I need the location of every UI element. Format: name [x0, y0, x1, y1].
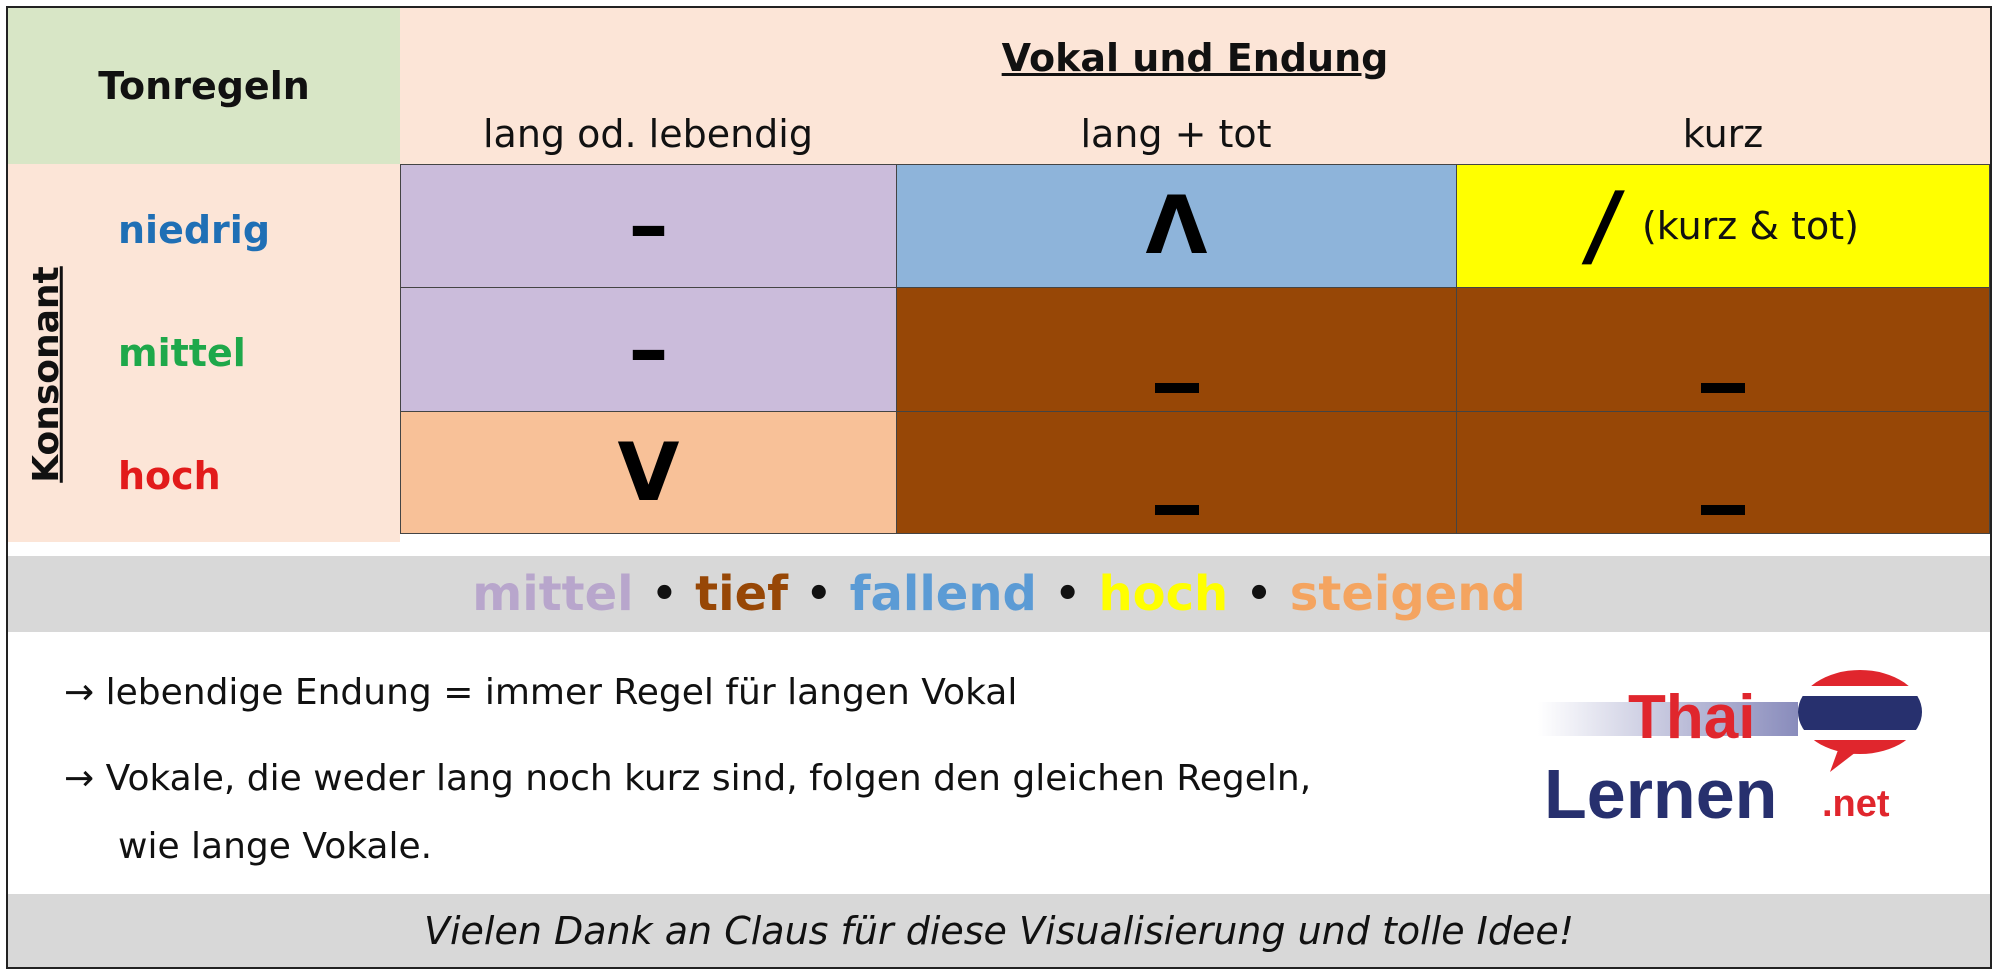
cell-mittel-kurz: [1456, 287, 1990, 412]
row-label-hoch: hoch: [118, 454, 221, 498]
tone-legend-fallend: fallend: [849, 566, 1037, 622]
tone-separator: •: [1054, 571, 1081, 617]
tone-legend-hoch: hoch: [1098, 566, 1229, 622]
svg-text:Thai: Thai: [1628, 683, 1755, 752]
cell-niedrig-kurz: / (kurz & tot): [1456, 164, 1990, 288]
tone-rules-chart: Tonregeln Vokal und Endung lang od. lebe…: [6, 6, 1992, 969]
corner-title: Tonregeln: [98, 64, 310, 108]
cell-mittel-lang: –: [400, 287, 897, 412]
thailernen-logo: Thai Lernen .net: [1538, 668, 1938, 838]
tone-mark-steigend: V: [617, 425, 680, 519]
tone-separator: •: [651, 571, 678, 617]
svg-text:Lernen: Lernen: [1544, 755, 1777, 833]
cell-hoch-lang-tot: [896, 411, 1457, 534]
tone-mark-mittel: –: [628, 179, 669, 272]
tone-mark-tief: [1701, 505, 1745, 515]
tone-mark-tief: [1154, 383, 1199, 393]
svg-text:.net: .net: [1822, 783, 1890, 825]
tone-separator: •: [806, 571, 832, 617]
cell-hoch-kurz: [1456, 411, 1990, 534]
tone-legend-steigend: steigend: [1289, 566, 1526, 622]
side-label: Konsonant: [25, 265, 67, 483]
tone-mark-tief: [1701, 383, 1745, 393]
note-vokale: → Vokale, die weder lang noch kurz sind,…: [64, 758, 1312, 799]
cell-hoch-lang: V: [400, 411, 897, 534]
tone-mark-tief: [1154, 505, 1199, 515]
thanks-footer: Vielen Dank an Claus für diese Visualisi…: [8, 894, 1990, 967]
tone-legend-mittel: mittel: [472, 566, 634, 622]
row-label-mittel: mittel: [118, 331, 246, 375]
tone-legend-tief: tief: [695, 566, 789, 622]
tone-separator: •: [1246, 571, 1272, 617]
cell-mittel-lang-tot: [896, 287, 1457, 412]
row-label-niedrig: niedrig: [118, 208, 271, 252]
column-header-lang: lang od. lebendig: [483, 112, 813, 156]
tone-legend: mittel • tief • fallend • hoch • steigen…: [8, 556, 1990, 632]
column-header-kurz: kurz: [1682, 112, 1764, 156]
cell-niedrig-lang: –: [400, 164, 897, 288]
cell-niedrig-lang-tot: Λ: [896, 164, 1457, 288]
tone-mark-hoch: /: [1579, 173, 1628, 278]
column-header-lang-tot: lang + tot: [1080, 112, 1272, 156]
column-header-area: [400, 8, 1990, 164]
note-lebendig: → lebendige Endung = immer Regel für lan…: [64, 672, 1018, 713]
corner-header-cell: [8, 8, 400, 164]
thai-flag-bubble-icon: [1798, 670, 1922, 754]
tone-mark-fallend: Λ: [1145, 179, 1208, 272]
row-label-area: [8, 164, 400, 542]
tone-mark-mittel: –: [628, 302, 669, 396]
group-title: Vokal und Endung: [1001, 36, 1389, 80]
note-vokale-cont: wie lange Vokale.: [118, 826, 433, 867]
kurz-tot-note: (kurz & tot): [1641, 204, 1859, 248]
